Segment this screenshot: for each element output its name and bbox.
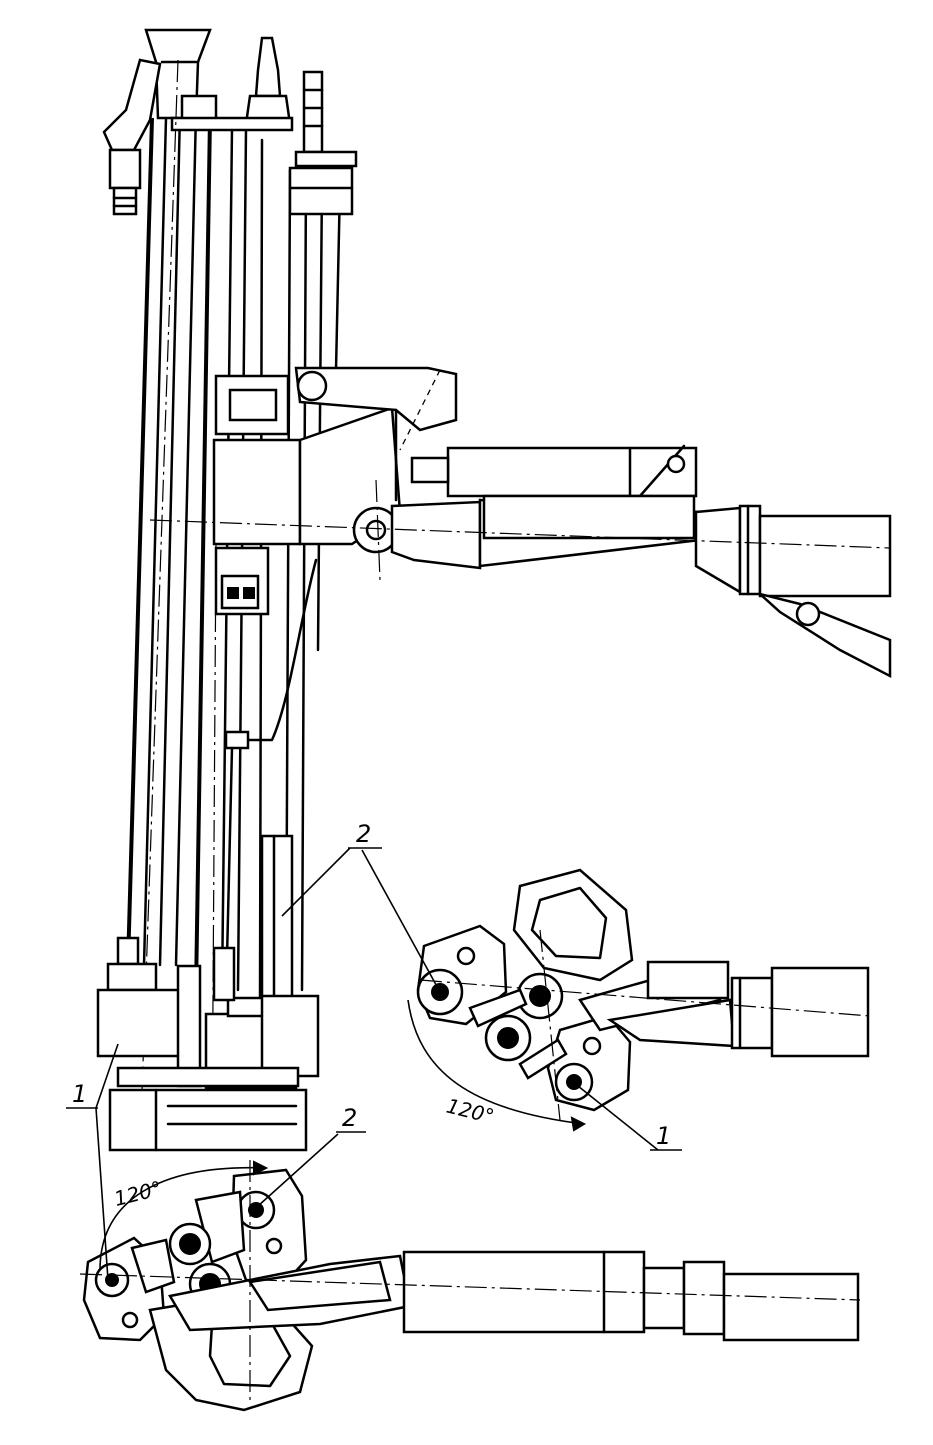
angle-label-bottom: 120° bbox=[112, 1176, 165, 1211]
right-detail-view bbox=[407, 868, 871, 1132]
bottom-detail-view bbox=[79, 1160, 861, 1412]
callout-label-1-right: 1 bbox=[656, 1122, 671, 1150]
callout-label-1-left: 1 bbox=[72, 1080, 87, 1108]
callouts bbox=[66, 847, 682, 1281]
mast bbox=[96, 28, 358, 1152]
angle-label-right: 120° bbox=[444, 1094, 497, 1129]
callout-label-2-top: 2 bbox=[356, 820, 371, 848]
upper-boom-assembly bbox=[149, 366, 892, 679]
callout-label-2-bottom: 2 bbox=[342, 1104, 357, 1132]
